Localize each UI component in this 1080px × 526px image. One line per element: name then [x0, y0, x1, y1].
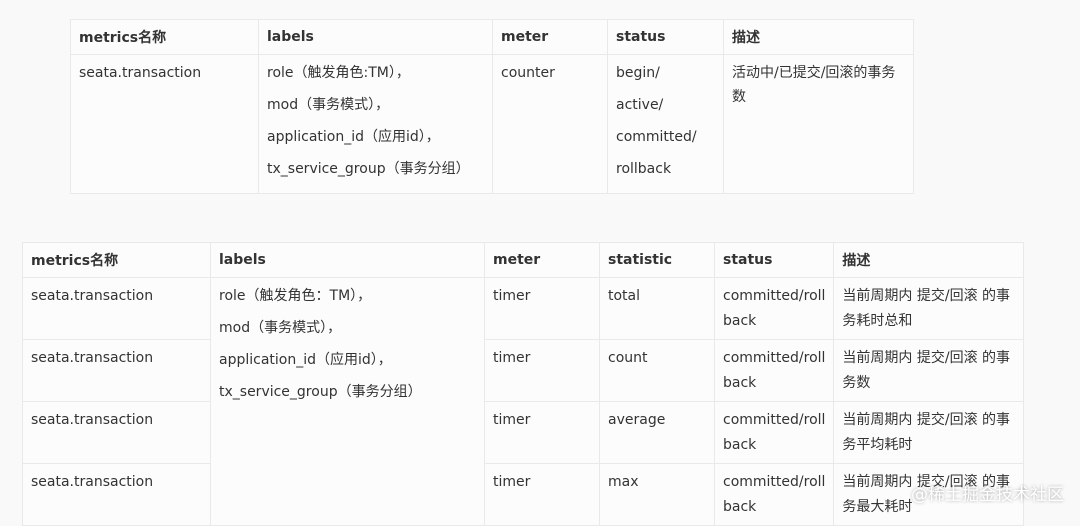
- labels-cell: role（触发角色:TM）， mod（事务模式）， application_id…: [258, 54, 493, 194]
- metric-name-cell: seata.transaction: [22, 277, 211, 340]
- table-row: seata.transaction role（触发角色：TM）， mod（事务模…: [22, 277, 1025, 526]
- description-cell: 当前周期内 提交/回滚 的事 务耗时总和: [833, 277, 1025, 340]
- metric-name-cell: seata.transaction: [70, 54, 259, 194]
- description-cell: 活动中/已提交/回滚的事务 数: [723, 54, 914, 194]
- table-row: seata.transaction timer max committed/ro…: [22, 463, 1025, 526]
- status-cell: committed/roll back: [713, 339, 835, 402]
- header-cell: labels: [210, 242, 485, 278]
- meter-cell: timer: [484, 463, 600, 526]
- statistic-cell: total: [599, 277, 715, 340]
- statistic-cell: average: [599, 401, 715, 464]
- table-row: seata.transaction timer average committe…: [22, 401, 1025, 464]
- header-cell: status: [607, 19, 724, 55]
- metrics-table-timer: metrics名称 labels meter statistic status …: [22, 242, 1025, 526]
- header-cell: 描述: [833, 242, 1025, 278]
- table-header-row: metrics名称 labels meter statistic status …: [22, 242, 1025, 278]
- header-cell: metrics名称: [70, 19, 259, 55]
- meter-cell: timer: [484, 401, 600, 464]
- table-header-row: metrics名称 labels meter status 描述: [70, 19, 914, 55]
- header-cell: meter: [484, 242, 600, 278]
- metrics-table-counter: metrics名称 labels meter status 描述 seata.t…: [70, 19, 914, 194]
- meter-cell: timer: [484, 277, 600, 340]
- header-cell: metrics名称: [22, 242, 211, 278]
- header-cell: labels: [258, 19, 493, 55]
- meter-cell: counter: [492, 54, 608, 194]
- watermark: @稀土掘金技术社区: [911, 485, 1064, 505]
- metric-name-cell: seata.transaction: [22, 463, 211, 526]
- table-row: seata.transaction role（触发角色:TM）， mod（事务模…: [70, 54, 914, 194]
- status-cell: committed/roll back: [713, 463, 835, 526]
- labels-cell: role（触发角色：TM）， mod（事务模式）， application_id…: [210, 277, 485, 526]
- statistic-cell: max: [599, 463, 715, 526]
- header-cell: 描述: [723, 19, 914, 55]
- status-cell: begin/ active/ committed/ rollback: [607, 54, 724, 194]
- status-cell: committed/roll back: [713, 277, 835, 340]
- metric-name-cell: seata.transaction: [22, 339, 211, 402]
- description-cell: 当前周期内 提交/回滚 的事 务平均耗时: [833, 401, 1025, 464]
- statistic-cell: count: [599, 339, 715, 402]
- header-cell: meter: [492, 19, 608, 55]
- header-cell: status: [713, 242, 835, 278]
- status-cell: committed/roll back: [713, 401, 835, 464]
- description-cell: 当前周期内 提交/回滚 的事 务数: [833, 339, 1025, 402]
- meter-cell: timer: [484, 339, 600, 402]
- table-row: seata.transaction timer count committed/…: [22, 339, 1025, 402]
- metric-name-cell: seata.transaction: [22, 401, 211, 464]
- header-cell: statistic: [599, 242, 715, 278]
